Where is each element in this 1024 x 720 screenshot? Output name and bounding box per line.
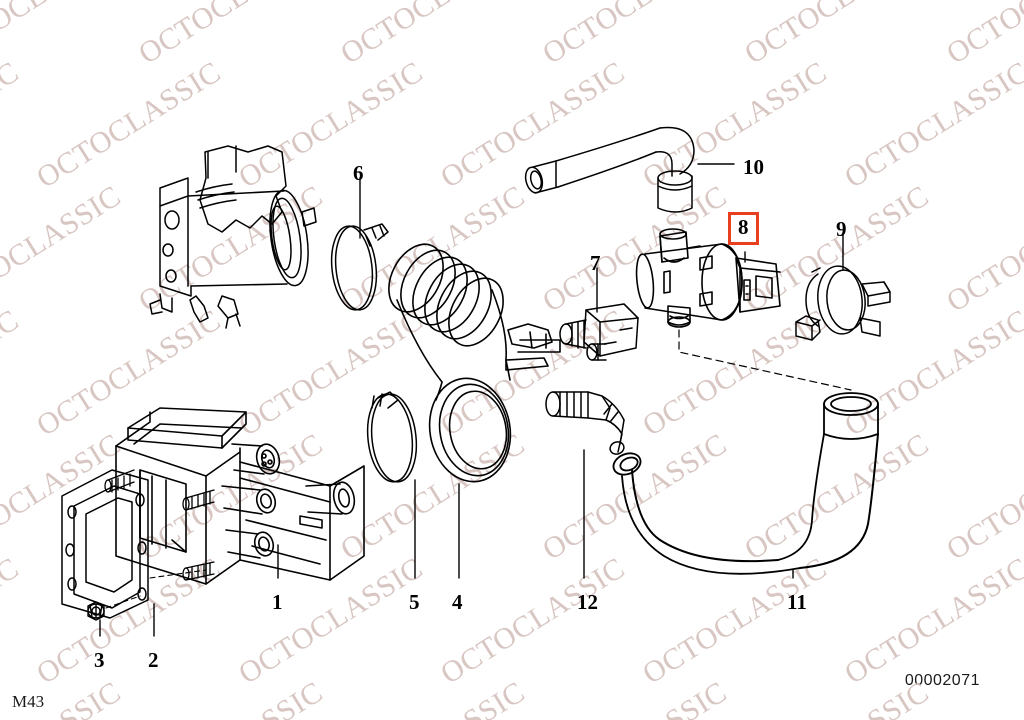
leader-lines xyxy=(99,163,844,637)
part-3-hex-nut xyxy=(87,595,141,621)
part-1-air-mass-meter xyxy=(115,407,365,585)
part-4-intake-boot xyxy=(388,243,561,483)
part-6-hose-clamp xyxy=(330,223,389,311)
part-8-idle-control-valve xyxy=(635,228,781,328)
throttle-body-part xyxy=(149,145,317,329)
part-9-mounting-bracket xyxy=(795,265,891,341)
engine-code-label: M43 xyxy=(12,692,45,711)
part-2-gasket-plate xyxy=(61,469,215,619)
part-5-hose-clamp xyxy=(366,391,418,483)
part-12-ribbed-fitting xyxy=(545,391,625,455)
part-10-elbow-hose xyxy=(524,126,695,213)
part-7-connector-cap xyxy=(559,303,639,361)
assembly-dashed-line xyxy=(678,329,852,391)
part-11-curved-hose xyxy=(612,392,879,575)
diagram-number-label: 00002071 xyxy=(904,672,980,689)
